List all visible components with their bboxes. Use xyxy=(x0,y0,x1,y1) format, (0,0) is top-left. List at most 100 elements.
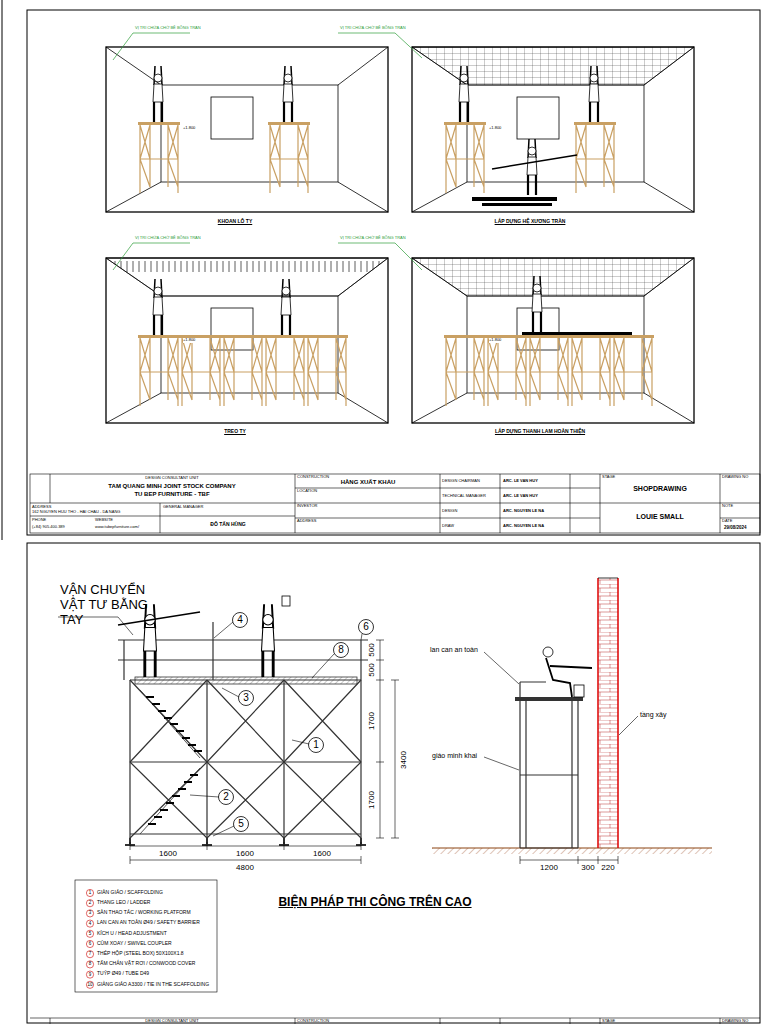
panel-finish xyxy=(412,258,694,423)
scaffold-elevation xyxy=(130,762,361,838)
panel-frame xyxy=(412,47,694,212)
panel-frame xyxy=(459,66,469,122)
annotation-text: DESIGN CONSULTANT UNIT xyxy=(145,1019,198,1024)
section-view xyxy=(546,658,592,697)
callout-number: 4 xyxy=(237,614,243,626)
legend-text: SÀN THAO TÁC / WORKING PLATFORM xyxy=(97,910,191,916)
panel-frame xyxy=(574,122,616,193)
leader-line xyxy=(312,654,334,678)
annotation-text: STAGE xyxy=(602,475,615,480)
worker-figure xyxy=(118,612,200,625)
panel-drill xyxy=(268,122,310,193)
annotation-text: VẬN CHUYỂN VẬT TƯ BẰNG TAY xyxy=(60,583,172,628)
legend-box xyxy=(86,981,93,988)
callout-number: 1 xyxy=(313,739,319,751)
section-view xyxy=(484,652,638,770)
legend-text: TẤM CHẮN VẬT RƠI / CONWOOD COVER xyxy=(97,961,195,967)
callout-number: 3 xyxy=(89,911,92,916)
annotation-text: DESIGN CONSULTANT UNIT xyxy=(145,476,198,481)
leader-line xyxy=(113,243,190,270)
callout-circle xyxy=(234,817,249,832)
callout-number: 8 xyxy=(338,644,344,656)
annotation-text: 220 xyxy=(601,863,614,872)
panel-frame xyxy=(412,47,694,212)
annotation-text: TECHNICAL MANAGER xyxy=(442,494,486,499)
annotation-text: VỊ TRÍ CHỨA CHỜ BÊ BÔNG TRẦN xyxy=(135,236,201,241)
callout-number: 9 xyxy=(89,972,92,977)
callout-circle xyxy=(219,790,234,805)
scaffold-elevation xyxy=(125,838,366,845)
section-view xyxy=(520,682,578,848)
leader-line xyxy=(361,634,362,640)
callout-number: 2 xyxy=(89,901,92,906)
callout-circle xyxy=(239,691,254,706)
panel-rods xyxy=(306,335,348,406)
panel-drill xyxy=(138,122,180,193)
annotation-text: +1.800 xyxy=(183,126,195,131)
annotation-text: giáo minh khai xyxy=(432,752,477,760)
annotation-text: TAM QUANG MINH JOINT STOCK COMPANY xyxy=(108,483,235,490)
annotation-text: 29/08/2024 xyxy=(724,525,747,530)
dimension-line xyxy=(130,640,618,864)
panel-rods xyxy=(153,279,163,335)
legend-box xyxy=(86,930,93,937)
legend-box xyxy=(75,880,217,992)
panel-frame xyxy=(492,155,577,169)
callout-number: 7 xyxy=(89,952,92,957)
panel-frame xyxy=(589,66,599,122)
annotation-text: TREO TY xyxy=(224,429,246,435)
callout-number: 6 xyxy=(363,621,369,633)
callout-circle xyxy=(309,738,324,753)
sheet-border xyxy=(27,10,760,535)
leader-line xyxy=(190,795,219,797)
callout-number: 2 xyxy=(223,791,229,803)
panel-finish xyxy=(522,332,632,335)
worker-figure xyxy=(144,604,157,677)
section-view xyxy=(515,697,583,701)
dimension-line xyxy=(376,640,384,838)
callout-number: 5 xyxy=(89,931,92,936)
annotation-text: PHONE xyxy=(32,518,46,523)
annotation-text: VỊ TRÍ CHỨA CHỜ BÊ BÔNG TRẦN xyxy=(135,26,201,31)
scaffold-elevation xyxy=(140,690,200,834)
annotation-text: DESIGN xyxy=(442,509,457,514)
panel-drill xyxy=(153,66,163,122)
annotation-text: 1700 xyxy=(367,712,376,730)
annotation-text: DRAWING NO xyxy=(722,1019,748,1024)
annotation-text: 500 xyxy=(367,643,376,656)
panel-finish xyxy=(612,335,654,406)
annotation-text: ĐỖ TẤN HÙNG xyxy=(210,522,245,528)
annotation-text: STAGE xyxy=(602,1019,615,1024)
annotation-text: ARC. NGUYEN LE NA xyxy=(503,509,544,514)
panel-frame xyxy=(472,197,557,201)
callout-circle xyxy=(233,613,248,628)
legend-text: THANG LEO / LADDER xyxy=(97,900,150,906)
annotation-text: CONSTRUCTION xyxy=(297,475,329,480)
legend-box xyxy=(86,900,93,907)
leader-line xyxy=(338,243,422,270)
annotation-text: ARC. LE VAN HUY xyxy=(503,479,538,484)
panel-rods xyxy=(106,258,388,423)
panel-rods xyxy=(281,279,291,335)
panel-finish xyxy=(412,258,694,423)
annotation-text: 4800 xyxy=(236,863,254,872)
dimension-line xyxy=(520,856,618,864)
section-view xyxy=(543,647,553,657)
annotation-text: LOCATION xyxy=(297,489,317,494)
annotation-text: 300 xyxy=(581,863,594,872)
annotation-text: ARC. NGUYEN LE NA xyxy=(503,524,544,529)
annotation-text: www.tubepfurniture.com/ xyxy=(95,525,139,530)
scaffold-elevation xyxy=(135,677,357,684)
legend-box xyxy=(86,951,93,958)
title-block xyxy=(30,1018,760,1024)
panel-rods xyxy=(222,335,264,406)
legend-box xyxy=(86,971,93,978)
title-block xyxy=(30,1018,760,1024)
leader-line xyxy=(222,688,239,697)
panel-frame xyxy=(527,139,537,195)
annotation-text: DESIGN CHAIRMAN xyxy=(442,479,480,484)
annotation-text: 1700 xyxy=(367,791,376,809)
title-block xyxy=(30,474,760,533)
legend-box xyxy=(86,889,93,896)
worker-figure xyxy=(282,596,290,606)
